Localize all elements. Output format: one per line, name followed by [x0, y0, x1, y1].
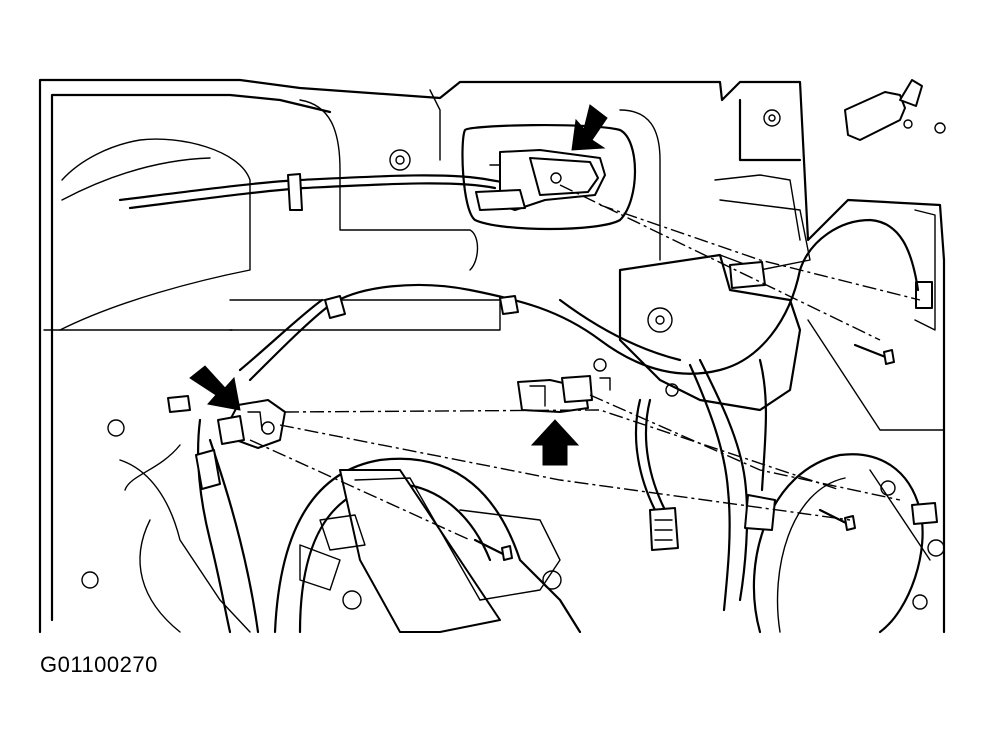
assembly-lines [249, 184, 921, 541]
arrow-icon [189, 365, 241, 411]
speaker-cutout [752, 453, 945, 634]
wire-harness [118, 174, 920, 634]
mounting-bolts [81, 109, 946, 589]
window-regulator [119, 457, 582, 634]
arrow-icon [571, 104, 608, 151]
figure-code: G01100270 [40, 652, 158, 677]
arrow-icon [530, 419, 580, 466]
connectors [167, 173, 938, 551]
lock-rod-clip [517, 375, 611, 413]
door-rod-clip [217, 399, 286, 449]
inside-door-handle [461, 123, 636, 231]
door-inner-panel [38, 78, 946, 634]
indicator-arrows [189, 104, 608, 466]
